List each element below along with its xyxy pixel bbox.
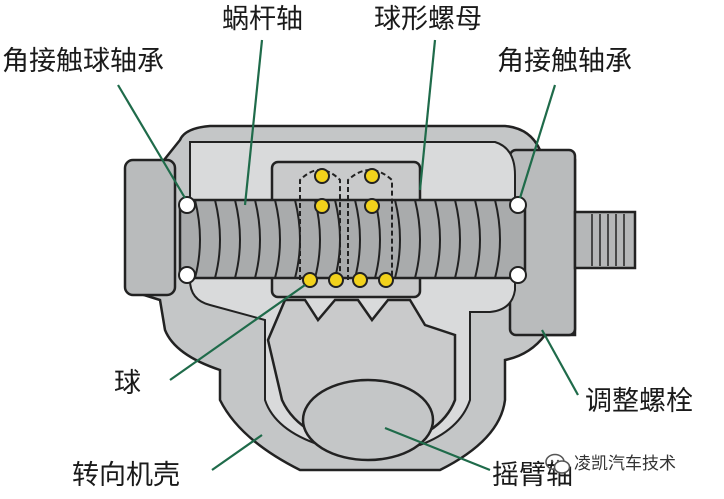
label-left-bearing: 角接触球轴承 [2,46,164,77]
spline-teeth [591,214,625,266]
label-ball-nut: 球形螺母 [374,4,482,35]
label-housing: 转向机壳 [72,460,180,491]
leader-lines [117,39,579,472]
sector-shaft [301,378,435,462]
leader-sector-shaft [384,426,491,472]
leader-adjust-bolt [541,329,579,396]
bearing-balls [178,196,527,284]
leader-housing [211,434,263,471]
label-adjust-bolt: 调整螺栓 [585,386,693,417]
circulating-balls [302,168,394,288]
leader-ball-nut [418,39,437,191]
watermark-text: 凌凯汽车技术 [574,454,676,474]
left-end-cap [123,158,177,297]
spline-shaft [573,210,637,270]
leader-worm-shaft [243,39,264,206]
label-ball: 球 [114,368,141,399]
label-worm-shaft: 蜗杆轴 [222,4,303,35]
wechat-icon [545,453,571,474]
label-right-bearing: 角接触轴承 [497,46,632,77]
leader-right-bearing [518,84,557,199]
leader-ball [169,284,306,381]
leader-left-bearing [117,84,186,199]
worm-shaft [178,198,527,280]
